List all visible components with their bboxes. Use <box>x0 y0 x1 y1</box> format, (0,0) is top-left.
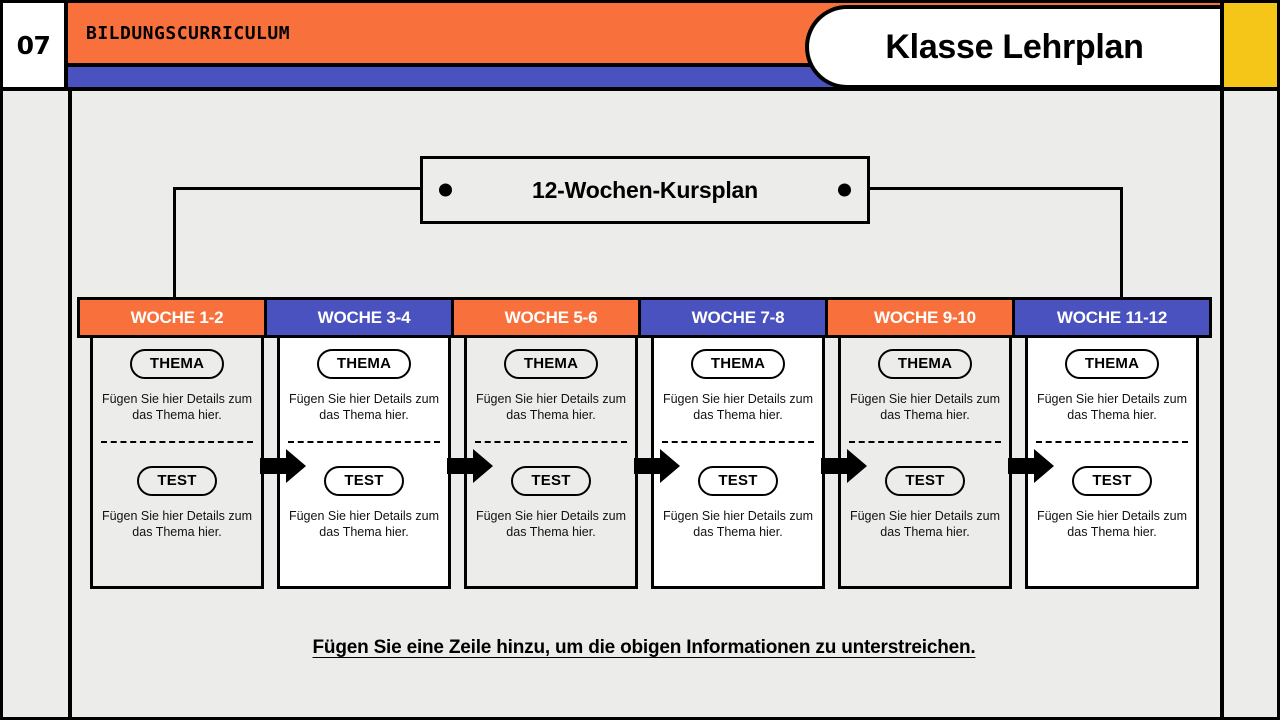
test-pill: TEST <box>511 466 591 497</box>
topic-pill: THEMA <box>316 349 412 379</box>
topic-pill: THEMA <box>1064 349 1160 379</box>
test-pill: TEST <box>324 466 404 497</box>
topic-pill: THEMA <box>129 349 225 379</box>
header-yellow-block <box>1220 3 1277 91</box>
slide-number: 07 <box>16 30 51 60</box>
week-badge-label: WOCHE 3-4 <box>317 307 411 327</box>
card-dashed-divider <box>475 441 627 444</box>
test-description: Fügen Sie hier Details zum das Thema hie… <box>1036 509 1188 539</box>
slide-header: 07 BILDUNGSCURRICULUM Klasse Lehrplan <box>3 3 1277 91</box>
week-card-body <box>277 321 451 589</box>
topic-description: Fügen Sie hier Details zum das Thema hie… <box>475 392 627 422</box>
week-card-body <box>90 321 264 589</box>
center-title-box: 12-Wochen-Kursplan <box>420 156 870 224</box>
card-dashed-divider <box>288 441 440 444</box>
footer-note: Fügen Sie eine Zeile hinzu, um die obige… <box>68 637 1220 659</box>
week-card[interactable]: THEMA Fügen Sie hier Details zum das The… <box>825 297 1025 589</box>
frame-left-rule <box>68 91 72 717</box>
week-card-content: THEMA Fügen Sie hier Details zum das The… <box>1025 321 1199 589</box>
week-badge[interactable]: WOCHE 5-6 <box>451 297 651 338</box>
week-badge[interactable]: WOCHE 7-8 <box>638 297 838 338</box>
week-card-content: THEMA Fügen Sie hier Details zum das The… <box>651 321 825 589</box>
week-card[interactable]: THEMA Fügen Sie hier Details zum das The… <box>264 297 464 589</box>
topic-pill: THEMA <box>503 349 599 379</box>
card-dashed-divider <box>1036 441 1188 444</box>
test-pill: TEST <box>698 466 778 497</box>
card-dashed-divider <box>101 441 253 444</box>
week-badge-label: WOCHE 11-12 <box>1056 307 1168 327</box>
flow-arrow-icon <box>821 449 867 483</box>
week-badge[interactable]: WOCHE 3-4 <box>264 297 464 338</box>
test-description: Fügen Sie hier Details zum das Thema hie… <box>849 509 1001 539</box>
week-badge-label: WOCHE 1-2 <box>130 307 224 327</box>
header-title-pill: Klasse Lehrplan <box>805 5 1220 89</box>
test-pill: TEST <box>885 466 965 497</box>
week-card[interactable]: THEMA Fügen Sie hier Details zum das The… <box>451 297 651 589</box>
connector-node-dot-left <box>439 183 452 197</box>
slide-number-box: 07 <box>3 3 68 91</box>
topic-description: Fügen Sie hier Details zum das Thema hie… <box>849 392 1001 422</box>
week-card[interactable]: THEMA Fügen Sie hier Details zum das The… <box>1012 297 1212 589</box>
connector-right-horizontal <box>867 187 1123 190</box>
card-dashed-divider <box>662 441 814 444</box>
week-card-body <box>651 321 825 589</box>
week-badge-label: WOCHE 7-8 <box>691 307 785 327</box>
test-pill: TEST <box>1072 466 1152 497</box>
week-badge[interactable]: WOCHE 9-10 <box>825 297 1025 338</box>
connector-left-horizontal <box>173 187 423 190</box>
test-description: Fügen Sie hier Details zum das Thema hie… <box>662 509 814 539</box>
week-card-content: THEMA Fügen Sie hier Details zum das The… <box>90 321 264 589</box>
topic-description: Fügen Sie hier Details zum das Thema hie… <box>1036 392 1188 422</box>
week-card-content: THEMA Fügen Sie hier Details zum das The… <box>277 321 451 589</box>
card-dashed-divider <box>849 441 1001 444</box>
topic-description: Fügen Sie hier Details zum das Thema hie… <box>662 392 814 422</box>
test-pill: TEST <box>137 466 217 497</box>
test-description: Fügen Sie hier Details zum das Thema hie… <box>101 509 253 539</box>
test-description: Fügen Sie hier Details zum das Thema hie… <box>475 509 627 539</box>
flow-arrow-icon <box>634 449 680 483</box>
flow-arrow-icon <box>260 449 306 483</box>
week-card-content: THEMA Fügen Sie hier Details zum das The… <box>464 321 638 589</box>
flow-arrow-icon <box>447 449 493 483</box>
connector-left-vertical <box>173 187 176 299</box>
connector-node-dot-right <box>838 183 851 197</box>
page-title: Klasse Lehrplan <box>885 27 1144 66</box>
week-badge[interactable]: WOCHE 1-2 <box>77 297 277 338</box>
flow-arrow-icon <box>1008 449 1054 483</box>
header-eyebrow: BILDUNGSCURRICULUM <box>86 22 291 44</box>
topic-description: Fügen Sie hier Details zum das Thema hie… <box>288 392 440 422</box>
frame-right-rule <box>1220 91 1224 717</box>
week-card[interactable]: THEMA Fügen Sie hier Details zum das The… <box>77 297 277 589</box>
week-card-content: THEMA Fügen Sie hier Details zum das The… <box>838 321 1012 589</box>
week-card[interactable]: THEMA Fügen Sie hier Details zum das The… <box>638 297 838 589</box>
week-card-body <box>464 321 638 589</box>
week-badge-label: WOCHE 5-6 <box>504 307 598 327</box>
week-card-body <box>838 321 1012 589</box>
topic-pill: THEMA <box>690 349 786 379</box>
topic-pill: THEMA <box>877 349 973 379</box>
footer-note-text: Fügen Sie eine Zeile hinzu, um die obige… <box>312 637 976 658</box>
connector-right-vertical <box>1120 187 1123 299</box>
center-title-text: 12-Wochen-Kursplan <box>531 176 758 203</box>
week-badge[interactable]: WOCHE 11-12 <box>1012 297 1212 338</box>
topic-description: Fügen Sie hier Details zum das Thema hie… <box>101 392 253 422</box>
test-description: Fügen Sie hier Details zum das Thema hie… <box>288 509 440 539</box>
week-card-row: THEMA Fügen Sie hier Details zum das The… <box>3 3 1277 717</box>
week-badge-label: WOCHE 9-10 <box>874 307 976 327</box>
